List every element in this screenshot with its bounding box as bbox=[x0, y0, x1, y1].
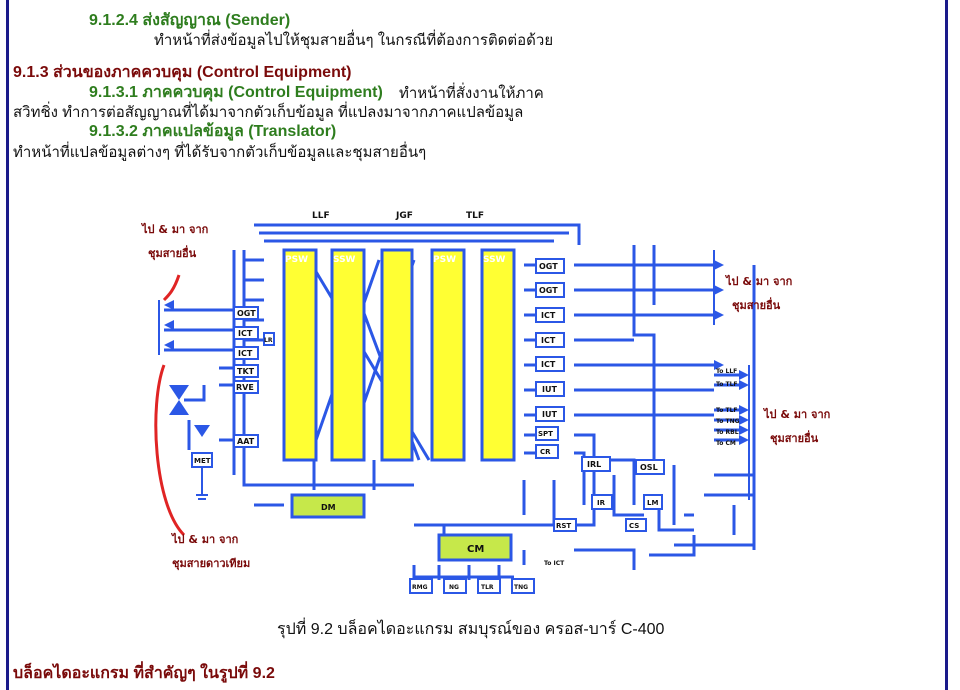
left-box-met: MET bbox=[194, 457, 211, 465]
paragraph-9124: ทำหน้าที่ส่งข้อมูลไปให้ชุมสายอื่นๆ ในกรณ… bbox=[154, 32, 554, 49]
left-box-ict-2: ICT bbox=[238, 349, 253, 358]
left-box-rve: RVE bbox=[236, 383, 254, 392]
note-left-top-1: ไป & มา จาก bbox=[140, 222, 209, 236]
left-box-tkt: TKT bbox=[237, 367, 255, 376]
bottom-box-rmg: RMG bbox=[412, 584, 428, 591]
switch-label-psw-1: PSW bbox=[285, 255, 308, 265]
diagram-top-label-jgf: JGF bbox=[395, 211, 413, 221]
switch-block-ssw-2 bbox=[480, 248, 516, 462]
switch-label-psw-2: PSW bbox=[433, 255, 456, 265]
right-box-ict-3: ICT bbox=[541, 360, 556, 369]
paragraph-9131-b: สวิทชิ่ง ทำการต่อสัญญาณที่ได้มาจากตัวเก็… bbox=[13, 104, 524, 121]
switch-label-ssw-1: SSW bbox=[333, 255, 356, 265]
right-box-ict-1: ICT bbox=[541, 311, 556, 320]
document-page: 9.1.2.4 ส่งสัญญาณ (Sender) ทำหน้าที่ส่งข… bbox=[6, 0, 948, 690]
note-left-top-2: ชุมสายอื่น bbox=[148, 245, 197, 261]
to-ict-label: To ICT bbox=[544, 560, 565, 567]
bottom-box-tng: TNG bbox=[514, 584, 528, 591]
paragraph-9132: ทำหน้าที่แปลข้อมูลต่างๆ ที่ได้รับจากตัวเ… bbox=[13, 144, 427, 161]
switch-block-ssw-1 bbox=[330, 248, 366, 462]
right-box-iut-1: IUT bbox=[542, 385, 557, 394]
to-llf-label: To LLF bbox=[716, 368, 737, 375]
right-box-ogt-1: OGT bbox=[539, 262, 558, 271]
right-box-spt: SPT bbox=[538, 430, 553, 438]
bottom-box-tlr: TLR bbox=[481, 584, 494, 591]
note-right-top-1: ไป & มา จาก bbox=[724, 274, 793, 288]
switch-label-ssw-2: SSW bbox=[483, 255, 506, 265]
cm-block bbox=[437, 533, 513, 562]
to-tlf-label-2: To TLF bbox=[716, 407, 738, 414]
mid-box-osl: OSL bbox=[640, 463, 658, 472]
mid-box-irl: IRL bbox=[587, 460, 601, 469]
mid-box-cs: CS bbox=[629, 522, 639, 530]
heading-9124: 9.1.2.4 ส่งสัญญาณ (Sender) bbox=[89, 12, 291, 29]
note-right-top-2: ชุมสายอื่น bbox=[732, 297, 781, 313]
switch-block-psw-1 bbox=[282, 248, 318, 462]
left-box-ogt: OGT bbox=[237, 309, 256, 318]
heading-9132: 9.1.3.2 ภาคแปลข้อมูล (Translator) bbox=[89, 123, 337, 140]
heading-913: 9.1.3 ส่วนของภาคควบคุม (Control Equipmen… bbox=[13, 64, 352, 81]
diagram-top-label-llf: LLF bbox=[312, 211, 330, 221]
dm-block bbox=[290, 493, 366, 519]
heading-9131: 9.1.3.1 ภาคควบคุม (Control Equipment) bbox=[89, 84, 383, 101]
diagram-top-label-tlf: TLF bbox=[466, 211, 484, 221]
left-box-aat: AAT bbox=[237, 437, 255, 446]
figure-caption: รุปที่ 9.2 บล็อคไดอะแกรม สมบุรณ์ของ ครอส… bbox=[277, 621, 665, 638]
crossbar-block-diagram: LLF JGF TLF PSW SSW PSW SSW OGT ICT ICT … bbox=[140, 211, 831, 594]
mid-box-ir: IR bbox=[597, 499, 606, 507]
right-box-ict-2: ICT bbox=[541, 336, 556, 345]
left-box-ict-1: ICT bbox=[238, 329, 253, 338]
right-box-iut-2: IUT bbox=[542, 410, 557, 419]
note-left-bottom-1: ไป & มา จาก bbox=[170, 532, 239, 546]
right-box-cr: CR bbox=[540, 448, 551, 456]
switch-block-jgf bbox=[380, 248, 414, 462]
right-box-ogt-2: OGT bbox=[539, 286, 558, 295]
dm-label: DM bbox=[321, 503, 336, 512]
footer-heading: บล็อคไดอะแกรม ที่สำคัญๆ ในรูปที่ 9.2 bbox=[13, 665, 275, 682]
cm-label: CM bbox=[467, 544, 484, 555]
to-tlf-label-1: To TLF bbox=[716, 381, 738, 388]
switch-block-psw-2 bbox=[430, 248, 466, 462]
mid-box-rst: RST bbox=[556, 522, 571, 530]
to-tng-label: To TNG bbox=[716, 418, 740, 425]
paragraph-9131-a: ทำหน้าที่สั่งงานให้ภาค bbox=[399, 85, 544, 102]
note-right-mid-2: ชุมสายอื่น bbox=[770, 430, 819, 446]
left-box-lr: LR bbox=[264, 337, 273, 344]
bottom-box-ng: NG bbox=[449, 584, 459, 591]
mid-box-lm: LM bbox=[647, 499, 658, 507]
note-right-mid-1: ไป & มา จาก bbox=[762, 407, 831, 421]
to-cm-label: To CM bbox=[716, 440, 736, 447]
to-rbl-label: To RBL bbox=[716, 429, 739, 436]
note-left-bottom-2: ชุมสายดาวเทียม bbox=[172, 557, 250, 571]
